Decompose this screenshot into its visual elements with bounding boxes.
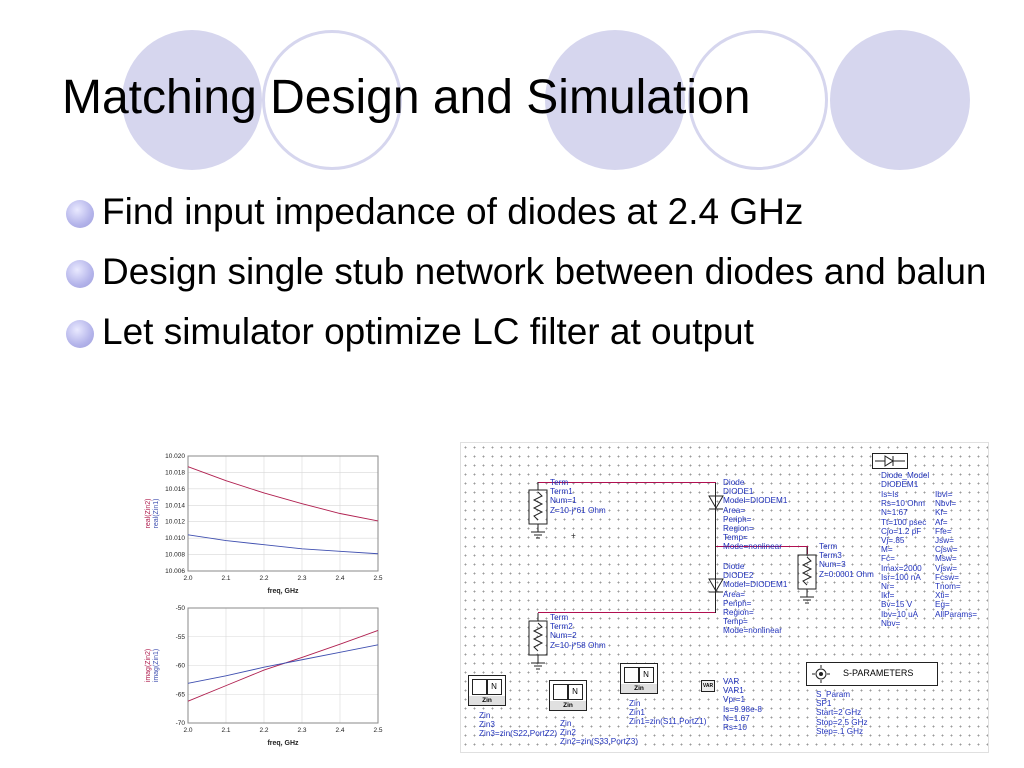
diode1-icon [708, 495, 724, 510]
plot-frame [187, 607, 379, 724]
schematic-canvas[interactable]: Term Term1 Num=1 Z=10-j*61 Ohm + Term Te… [460, 442, 989, 753]
bullet-item: Find input impedance of diodes at 2.4 GH… [66, 190, 996, 234]
plot-frame [187, 455, 379, 572]
decor-circle-3 [545, 30, 685, 170]
var-label: VAR VAR1 Vpr=1 Is=9.98e-8 N=1.67 Rs=10 [723, 677, 762, 733]
series-line-1 [187, 534, 379, 555]
zin1-label: Zin Zin1 Zin1=zin(S11,PortZ1) [629, 699, 707, 727]
wire-diode-vert [715, 483, 716, 613]
var-block-icon[interactable]: VAR [701, 680, 715, 692]
diode-model-icon[interactable] [872, 453, 908, 469]
diode-model-params-right: Ibvl= Nbvl= Kf= Af= Ffe= Jsw= Cjsw= Msw=… [935, 490, 978, 619]
decor-circle-5 [830, 30, 970, 170]
x-tick-label: 2.4 [335, 727, 344, 734]
x-tick-label: 2.2 [259, 727, 268, 734]
y-axis-label: real(Zin2) [145, 499, 152, 529]
zin3-block[interactable]: N Zin [468, 675, 506, 706]
x-tick-label: 2.2 [259, 575, 268, 582]
y-tick-label: -55 [176, 634, 186, 641]
x-tick-label: 2.5 [373, 727, 382, 734]
x-tick-label: 2.3 [297, 727, 306, 734]
wire-diode-mid [716, 546, 808, 547]
x-tick-label: 2.0 [183, 727, 192, 734]
bullet-item: Let simulator optimize LC filter at outp… [66, 310, 996, 354]
diode-model-header: Diode_Model DIODEM1 [881, 471, 930, 490]
diode-model-params-left: Is=Is Rs=10 Ohm N=1.67 Tt=100 psec Cjo=1… [881, 490, 927, 628]
bullet-dot-icon [66, 260, 94, 288]
zin3-label: Zin Zin3 Zin3=zin(S22,PortZ2) [479, 711, 558, 739]
imag-zin-plot: 2.0 2.1 2.2 2.3 2.4 2.5 -50 -55 -60 -65 -70 freq, G… [138, 600, 388, 750]
y-tick-label: 10.020 [165, 453, 185, 460]
x-tick-label: 2.1 [221, 575, 230, 582]
y-tick-label: 10.014 [165, 502, 185, 509]
series-line-1 [187, 644, 379, 684]
real-zin-plot: 2.0 2.1 2.2 2.3 2.4 2.5 10.020 10.018 10.016 10.0… [138, 448, 388, 598]
y-tick-label: 10.016 [165, 486, 185, 493]
bullet-dot-icon [66, 320, 94, 348]
s-parameters-block[interactable]: S-PARAMETERS [806, 662, 938, 686]
y-axis-label: imag(Zin2) [145, 649, 152, 682]
term1-label: Term Term1 Num=1 Z=10-j*61 Ohm [550, 478, 606, 515]
slide-title: Matching Design and Simulation [62, 71, 751, 124]
x-axis-label: freq, GHz [267, 588, 299, 595]
wire-term1-top [538, 482, 716, 483]
term3-label: Term Term3 Num=3 Z=0.0001 Ohm [819, 542, 874, 579]
decor-circle-2 [262, 30, 402, 170]
bullet-text: Find input impedance of diodes at 2.4 GH… [102, 191, 804, 232]
diode2-label: Diode DIODE2 Model=DIODEM1 Area= Periph=… [723, 562, 788, 636]
x-tick-label: 2.0 [183, 575, 192, 582]
x-tick-label: 2.5 [373, 575, 382, 582]
y-tick-label: 10.018 [165, 469, 185, 476]
x-tick-label: 2.1 [221, 727, 230, 734]
s-parameters-label: S-PARAMETERS [843, 668, 914, 678]
plus-marker: + [571, 531, 576, 540]
y-tick-label: -70 [176, 720, 186, 727]
x-tick-label: 2.3 [297, 575, 306, 582]
zin2-label: Zin Zin2 Zin2=zin(S33,PortZ3) [560, 719, 639, 747]
y-tick-label: 10.008 [165, 552, 185, 559]
wire-term2-top [538, 612, 716, 613]
gear-icon [812, 665, 830, 683]
term2-resistor-icon [528, 613, 548, 670]
y-tick-label: 10.006 [165, 568, 185, 575]
term3-resistor-icon [797, 547, 817, 604]
decor-circle-4 [688, 30, 828, 170]
series-line-0 [187, 466, 379, 522]
decor-circle-1 [122, 30, 262, 170]
zin2-block[interactable]: N Zin [549, 680, 587, 711]
x-axis-label: freq, GHz [267, 740, 299, 747]
diode2-icon [708, 578, 724, 593]
bullet-dot-icon [66, 200, 94, 228]
y-tick-label: -60 [176, 663, 186, 670]
bullet-text: Let simulator optimize LC filter at outp… [102, 311, 754, 352]
y-tick-label: 10.012 [165, 519, 185, 526]
term1-resistor-icon [528, 482, 548, 539]
bullet-list: Find input impedance of diodes at 2.4 GH… [66, 190, 996, 370]
bullet-item: Design single stub network between diode… [66, 250, 996, 294]
zin1-block[interactable]: N Zin [620, 663, 658, 694]
y-tick-label: 10.010 [165, 535, 185, 542]
x-tick-label: 2.4 [335, 575, 344, 582]
y-tick-label: -65 [176, 691, 186, 698]
term2-label: Term Term2 Num=2 Z=10-j*58 Ohm [550, 613, 606, 650]
y-axis-label: real(Zin1) [153, 499, 160, 529]
sparam-label: S_Param SP1 Start=2 GHz Stop=2.5 GHz Ste… [816, 690, 868, 736]
diode1-label: Diode DIODE1 Model=DIODEM1 Area= Periph=… [723, 478, 788, 552]
bullet-text: Design single stub network between diode… [102, 251, 987, 292]
y-tick-label: -50 [176, 605, 186, 612]
y-axis-label: imag(Zin1) [153, 649, 160, 682]
